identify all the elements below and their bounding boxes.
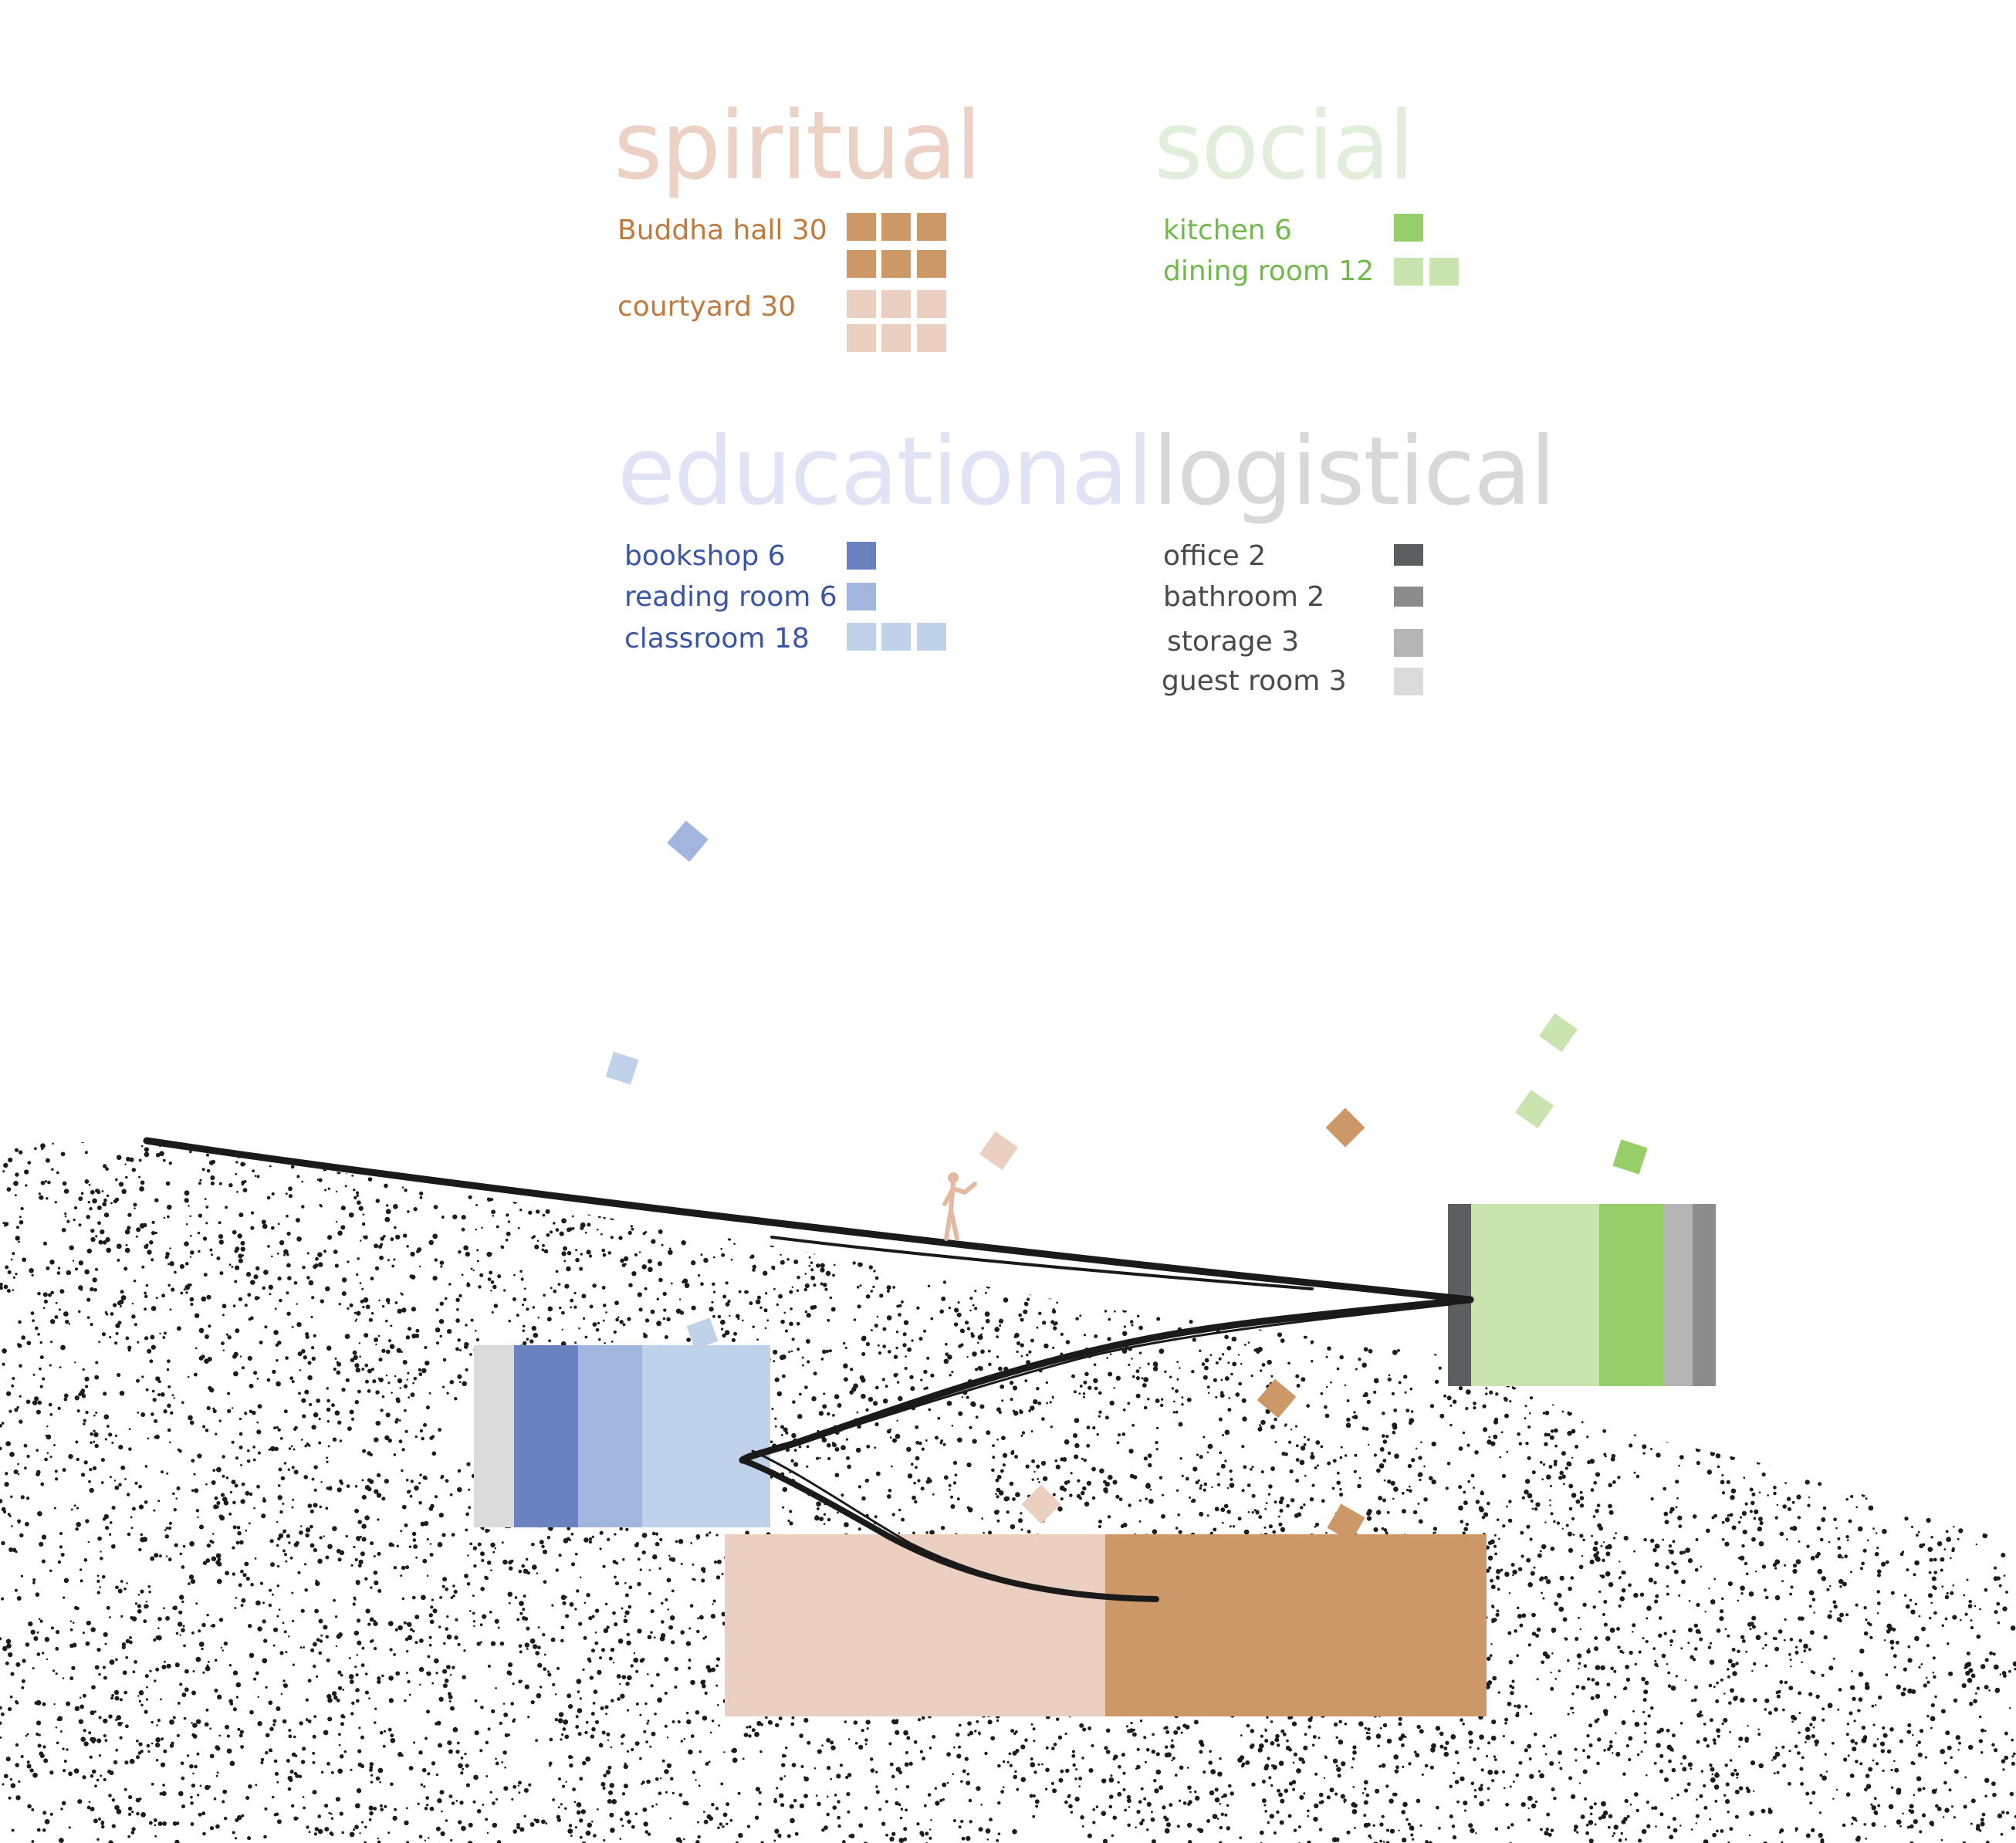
legend-label-bookshop: bookshop 6 (624, 540, 786, 572)
category-title-educational: educational (617, 417, 1153, 526)
social-building (1448, 1204, 1716, 1386)
block-courtyard (725, 1534, 1105, 1716)
legend-label-kitchen: kitchen 6 (1163, 215, 1292, 246)
legend-label-courtyard: courtyard 30 (617, 291, 797, 323)
block-reading-room (578, 1345, 642, 1527)
floating-block-courtyard (979, 1131, 1019, 1171)
floating-block-dining-room (1538, 1013, 1578, 1053)
spiritual-building (725, 1534, 1487, 1716)
floating-block-classroom-2 (686, 1317, 719, 1350)
legend-label-bathroom: bathroom 2 (1163, 581, 1325, 613)
legend-label-dining-room: dining room 12 (1163, 255, 1375, 287)
floating-block-kitchen (1612, 1139, 1648, 1175)
category-title-social: social (1154, 91, 1415, 201)
block-classroom (642, 1345, 770, 1527)
person-figure (942, 1172, 977, 1241)
legend-label-reading-room: reading room 6 (624, 581, 837, 613)
category-title-logistical: logistical (1152, 417, 1556, 526)
legend-label-buddha-hall: Buddha hall 30 (617, 215, 827, 246)
block-bathroom (1693, 1204, 1716, 1386)
legend-label-storage: storage 3 (1167, 626, 1300, 658)
block-guest-room (474, 1345, 514, 1527)
legend-label-guest-room: guest room 3 (1162, 665, 1347, 697)
block-bookshop (514, 1345, 578, 1527)
floating-block-courtyard-2 (1021, 1484, 1061, 1524)
floating-block-reading-room (667, 820, 709, 862)
category-title-spiritual: spiritual (614, 91, 982, 201)
floating-block-buddha-hall-3 (1327, 1503, 1365, 1542)
block-kitchen (1599, 1204, 1663, 1386)
block-dining-room (1471, 1204, 1599, 1386)
educational-building (474, 1345, 770, 1527)
floating-block-classroom (605, 1051, 639, 1085)
block-storage (1663, 1204, 1693, 1386)
floating-block-buddha-hall (1325, 1107, 1365, 1148)
legend-label-classroom: classroom 18 (624, 623, 810, 654)
brush-path (143, 1137, 1474, 1602)
floating-block-buddha-hall-2 (1257, 1378, 1297, 1419)
block-buddha-hall (1105, 1534, 1487, 1716)
floating-block-dining-room-2 (1514, 1089, 1554, 1129)
legend-label-office: office 2 (1163, 540, 1267, 572)
